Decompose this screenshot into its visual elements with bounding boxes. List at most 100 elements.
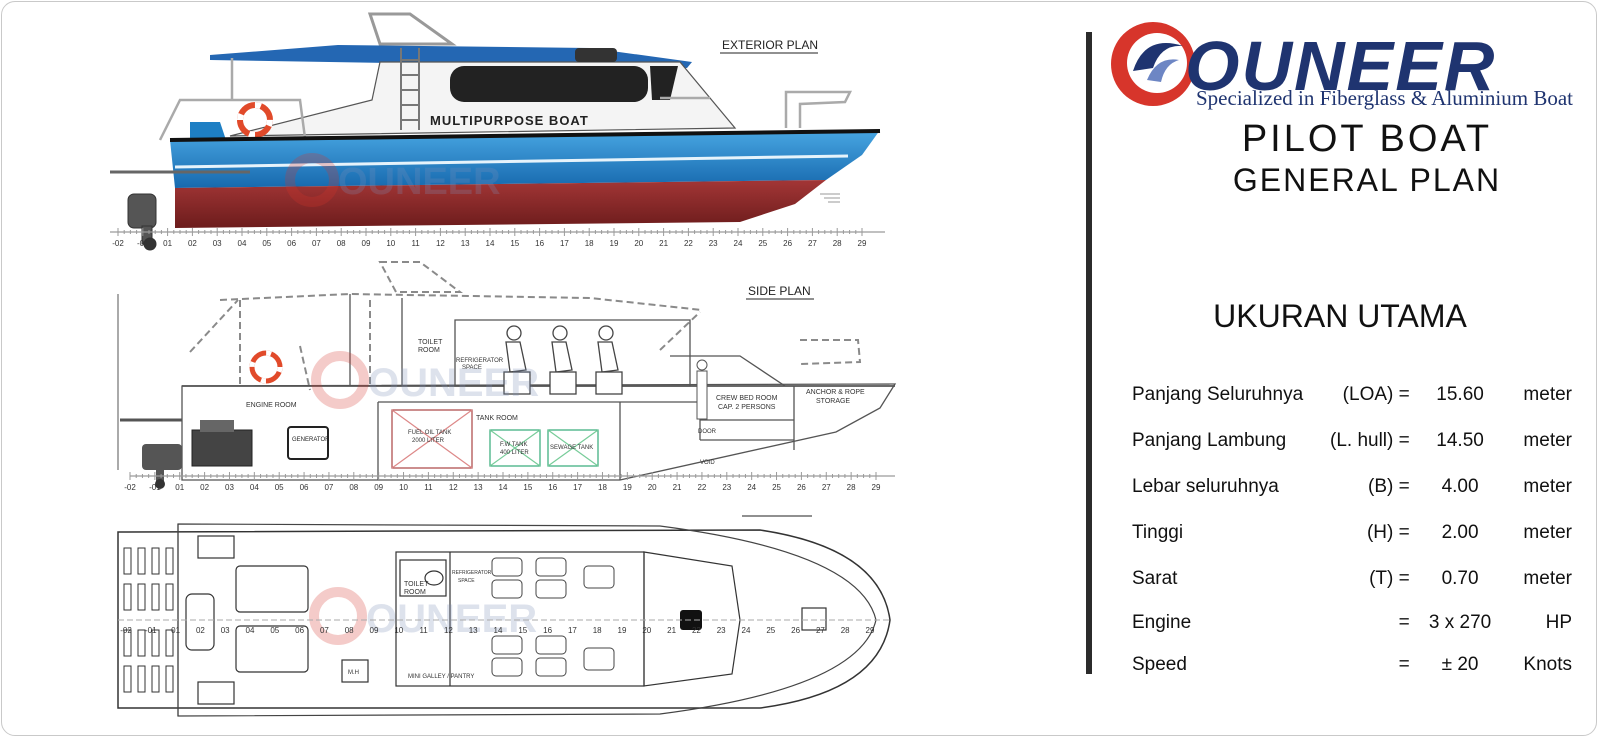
ruler-label: 21 xyxy=(659,239,668,248)
ouneer-logo: OUNEER xyxy=(1111,22,1494,106)
side-toilet-label: TOILET xyxy=(418,339,443,346)
ruler-label: 23 xyxy=(717,626,726,635)
ruler-label: 17 xyxy=(560,239,569,248)
ruler-label: 14 xyxy=(486,239,495,248)
ruler-label: 03 xyxy=(221,626,230,635)
railings xyxy=(158,58,853,141)
ruler-label: 29 xyxy=(866,626,875,635)
ruler-label: 28 xyxy=(833,239,842,248)
spec-value: 2.00 xyxy=(1441,522,1479,543)
svg-text:OUNEER: OUNEER xyxy=(338,161,501,203)
superstructure-outline xyxy=(189,261,862,391)
ruler-label: 22 xyxy=(684,239,693,248)
ruler-label: 20 xyxy=(634,239,643,248)
ruler-label: 24 xyxy=(747,483,756,492)
side-refrigerator-label: REFRIGERATOR xyxy=(456,358,504,364)
outboard-engines xyxy=(127,193,157,251)
ruler-label: 05 xyxy=(275,483,284,492)
ruler-label: 10 xyxy=(399,483,408,492)
door-label: DOOR xyxy=(698,429,717,435)
ruler-label: 06 xyxy=(300,483,309,492)
deck-outline xyxy=(117,529,891,709)
ruler-label: 01 xyxy=(171,626,180,635)
svg-text:OUNEER: OUNEER xyxy=(368,361,539,405)
ruler-label: 21 xyxy=(667,626,676,635)
brand-tagline: Specialized in Fiberglass & Aluminium Bo… xyxy=(1196,86,1573,110)
top-refrigerator-label-2: SPACE xyxy=(458,578,475,584)
ruler-label: 09 xyxy=(370,626,379,635)
ruler-label: 23 xyxy=(722,483,731,492)
ruler-label: 16 xyxy=(548,483,557,492)
watermark-logo-3: OUNEER xyxy=(309,587,537,645)
svg-text:OUNEER: OUNEER xyxy=(366,597,537,641)
ruler-label: 18 xyxy=(585,239,594,248)
spec-row: Speed = ± 20 Knots xyxy=(1132,644,1572,686)
spec-label: Engine xyxy=(1132,612,1192,633)
ruler-label: 05 xyxy=(262,239,271,248)
ruler-label: 17 xyxy=(568,626,577,635)
anchor-storage-label: ANCHOR & ROPE xyxy=(806,389,865,396)
boat-name: MULTIPURPOSE BOAT xyxy=(430,113,589,128)
watermark-logo-2: OUNEER xyxy=(311,351,539,409)
ruler-label: 07 xyxy=(324,483,333,492)
ruler-label: 25 xyxy=(772,483,781,492)
ruler-label: 08 xyxy=(345,626,354,635)
spec-row: Panjang Seluruhnya (LOA) = 15.60 meter xyxy=(1132,372,1572,418)
fw-tank-label: F.W TANK xyxy=(500,442,527,448)
spec-symbol: = xyxy=(1398,612,1410,633)
general-arrangement-drawings: EXTERIOR PLAN MULTIPURPOSE BOAT xyxy=(110,12,897,717)
ruler-label: 08 xyxy=(349,483,358,492)
spec-value: 3 x 270 xyxy=(1428,612,1492,633)
ruler-label: 12 xyxy=(436,239,445,248)
spec-row: Engine = 3 x 270 HP xyxy=(1132,602,1572,644)
ruler-label: 19 xyxy=(618,626,627,635)
exterior-plan-label: EXTERIOR PLAN xyxy=(722,38,818,52)
ruler-label: 26 xyxy=(783,239,792,248)
ruler-label: 11 xyxy=(419,626,428,635)
spec-label: Sarat xyxy=(1132,568,1178,589)
ruler-label: 24 xyxy=(734,239,743,248)
ruler-label: 29 xyxy=(872,483,881,492)
ruler-label: 17 xyxy=(573,483,582,492)
manhole-label: M.H xyxy=(348,670,359,676)
spec-row: Sarat (T) = 0.70 meter xyxy=(1132,556,1572,602)
ruler-label: 18 xyxy=(593,626,602,635)
ruler-label: 27 xyxy=(822,483,831,492)
ruler-label: 01 xyxy=(175,483,184,492)
ruler-label: 22 xyxy=(692,626,701,635)
ruler-label: 25 xyxy=(766,626,775,635)
ruler-label: -02 xyxy=(120,626,132,635)
ruler-label: -01 xyxy=(149,483,161,492)
spec-label: Speed xyxy=(1132,654,1187,675)
ruler-label: 26 xyxy=(791,626,800,635)
ruler-label: 21 xyxy=(673,483,682,492)
ruler-label: -01 xyxy=(137,239,149,248)
ruler-label: 02 xyxy=(188,239,197,248)
spec-symbol: (B) = xyxy=(1368,476,1410,497)
sewage-tank-label: SEWAGE TANK xyxy=(550,445,593,451)
ruler-label: 13 xyxy=(461,239,470,248)
ruler-label: 03 xyxy=(225,483,234,492)
lifebuoy xyxy=(237,102,273,138)
ruler-label: 26 xyxy=(797,483,806,492)
logo-swirl-icon xyxy=(1111,22,1195,106)
ruler-label: -01 xyxy=(145,626,157,635)
ruler-label: 20 xyxy=(648,483,657,492)
ruler-label: 29 xyxy=(858,239,867,248)
void-label: VOID xyxy=(700,460,715,466)
exterior-plan: EXTERIOR PLAN MULTIPURPOSE BOAT xyxy=(110,12,881,251)
ruler-label: 16 xyxy=(543,626,552,635)
ruler-label: 13 xyxy=(469,626,478,635)
spec-symbol: (L. hull) = xyxy=(1330,430,1410,451)
spec-symbol: (LOA) = xyxy=(1342,384,1410,405)
radar-arch xyxy=(367,12,457,46)
engine-room-label: ENGINE ROOM xyxy=(246,402,297,409)
ruler-label: 06 xyxy=(295,626,304,635)
ruler-label: 04 xyxy=(250,483,259,492)
ruler-label: 07 xyxy=(312,239,321,248)
spec-value: 0.70 xyxy=(1441,568,1479,589)
ruler-label: 15 xyxy=(518,626,527,635)
spec-row: Panjang Lambung (L. hull) = 14.50 meter xyxy=(1132,418,1572,464)
tank-room-label: TANK ROOM xyxy=(476,415,518,422)
